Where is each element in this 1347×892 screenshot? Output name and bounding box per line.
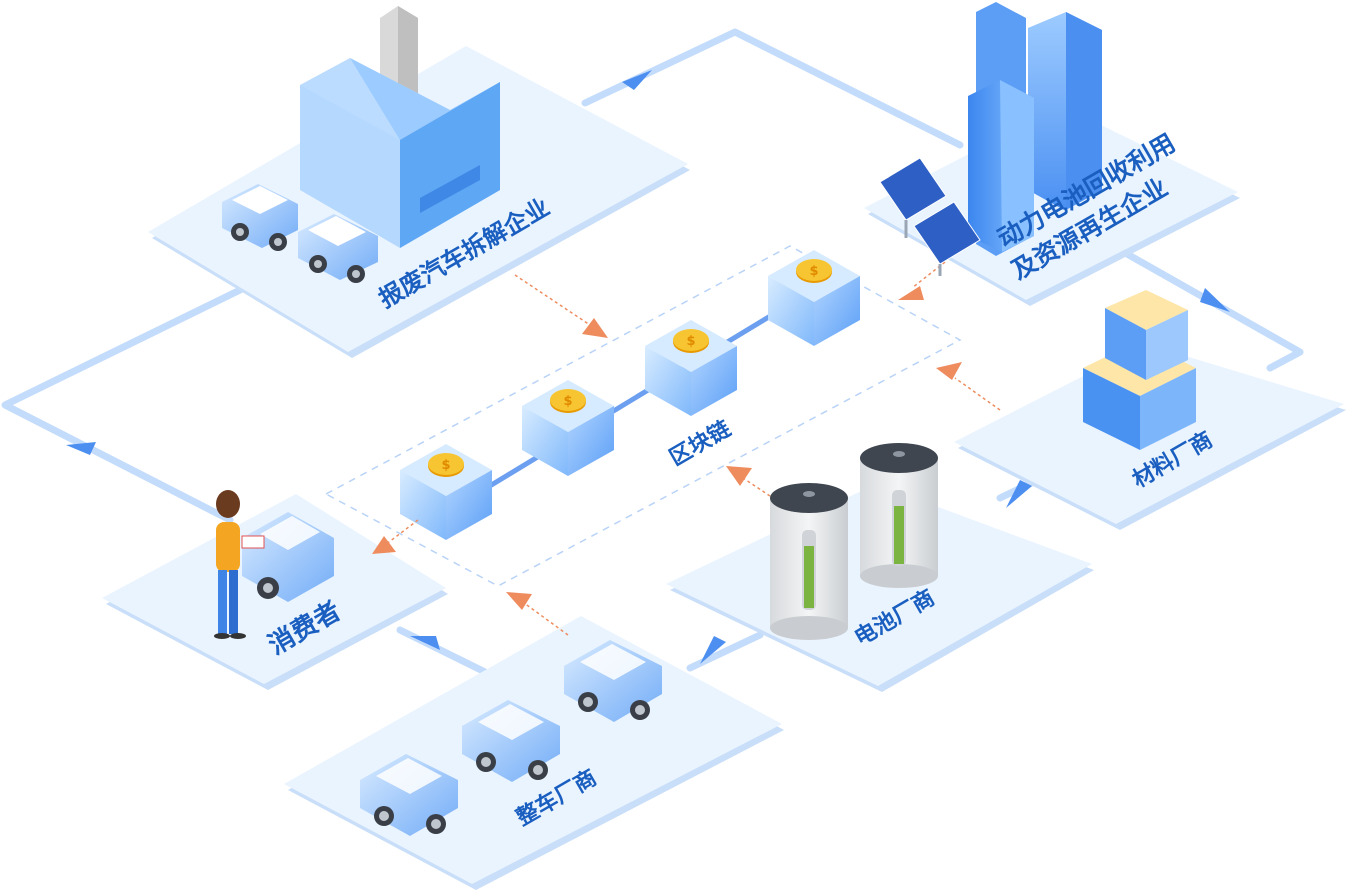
arrow-icon: [506, 592, 532, 610]
chain-block: $: [522, 380, 614, 476]
chain-links: [457, 295, 803, 507]
coin-icon: $: [550, 389, 586, 413]
arrow-icon: [726, 466, 752, 486]
coin-icon: $: [673, 329, 709, 353]
car-icon: [462, 700, 560, 782]
factory-icon: [300, 6, 500, 248]
battery-icon: [860, 443, 938, 588]
svg-text:$: $: [686, 334, 695, 349]
arrow-icon: [410, 636, 440, 650]
car-icon: [564, 640, 662, 722]
flow-arrows: [66, 70, 1230, 664]
coin-icon: $: [796, 259, 832, 283]
car-icon: [360, 754, 458, 836]
arrow-icon: [898, 286, 924, 300]
arrow-icon: [372, 536, 396, 554]
battery-icon: [770, 483, 848, 640]
arrow-icon: [622, 70, 652, 90]
chain-block: $: [645, 320, 737, 416]
arrow-icon: [582, 318, 608, 338]
arrow-icon: [1200, 288, 1230, 312]
coin-icon: $: [428, 453, 464, 477]
car-icon: [298, 214, 378, 283]
car-icon: [242, 512, 334, 602]
box-icon: [1083, 290, 1196, 450]
arrow-icon: [700, 636, 726, 664]
person-icon: [214, 490, 265, 639]
chain-block: $: [768, 250, 860, 346]
arrow-icon: [1006, 480, 1032, 508]
svg-text:$: $: [563, 394, 572, 409]
car-icon: [222, 184, 298, 251]
chain-block: $: [400, 444, 492, 540]
blockchain-label: 区块链: [665, 416, 735, 472]
blockchain-area: [324, 245, 962, 587]
arrow-icon: [936, 362, 962, 380]
arrow-icon: [66, 442, 96, 455]
svg-text:$: $: [809, 264, 818, 279]
building-icon: [968, 2, 1102, 256]
svg-text:$: $: [441, 458, 450, 473]
solar-panel-icon: [879, 157, 981, 276]
